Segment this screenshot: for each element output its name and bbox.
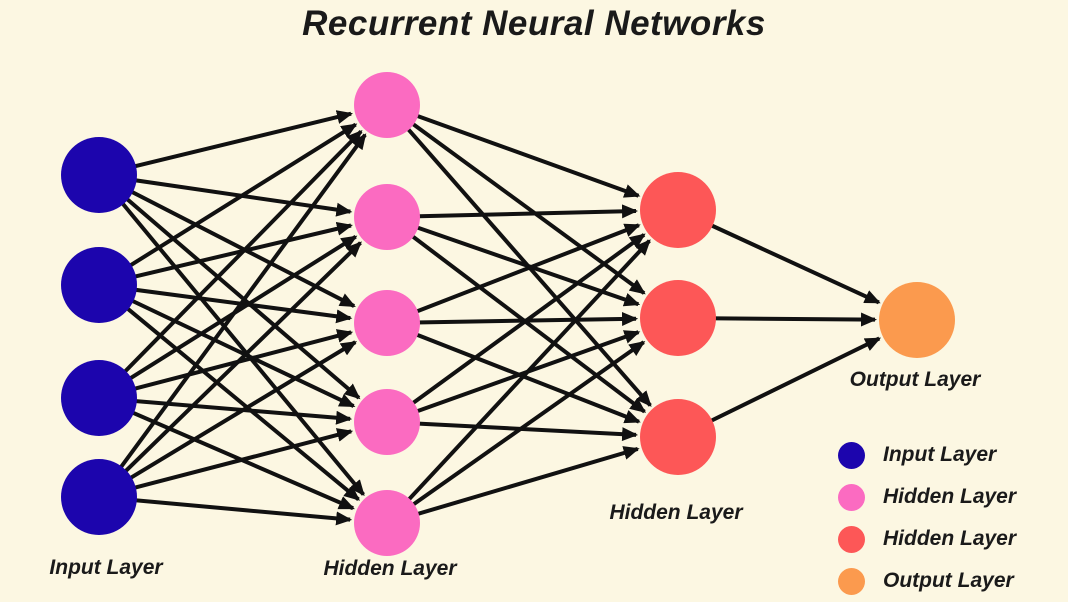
edge-hidden1-to-hidden2 — [385, 233, 646, 424]
legend-dot-output-icon — [838, 567, 865, 595]
legend-label-output: Output Layer — [883, 569, 1014, 592]
edge-hidden1-to-hidden2 — [386, 330, 641, 424]
legend-label-hidden2: Hidden Layer — [883, 527, 1017, 550]
legend-item-output: Output Layer — [838, 560, 1016, 602]
legend-item-hidden2: Hidden Layer — [838, 518, 1016, 560]
edge-hidden1-to-hidden2 — [386, 420, 639, 442]
node-input-2 — [61, 247, 137, 323]
legend: Input Layer Hidden Layer Hidden Layer Ou… — [838, 434, 1016, 602]
edge-hidden1-to-hidden2 — [386, 103, 641, 198]
node-hidden1-2 — [354, 184, 420, 250]
edge-hidden1-to-hidden2 — [385, 239, 651, 525]
diagram-title: Recurrent Neural Networks — [302, 4, 766, 43]
edge-input-to-hidden1 — [97, 133, 367, 499]
edge-input-to-hidden1 — [98, 428, 354, 499]
edge-hidden1-to-hidden2 — [386, 321, 641, 424]
edge-hidden1-to-hidden2 — [386, 311, 639, 326]
node-hidden1-4 — [354, 389, 420, 455]
legend-dot-hidden2-icon — [838, 525, 865, 553]
legend-dot-hidden1-icon — [838, 483, 865, 511]
edge-input-to-hidden1 — [97, 340, 358, 499]
layer-label-input: Input Layer — [49, 556, 163, 579]
edge-input-to-hidden1 — [97, 173, 365, 497]
edge-input-to-hidden1 — [97, 283, 361, 501]
edge-input-to-hidden1 — [98, 221, 353, 287]
legend-item-hidden1: Hidden Layer — [838, 476, 1016, 518]
edge-hidden1-to-hidden2 — [385, 103, 652, 407]
edge-input-to-hidden1 — [98, 283, 356, 408]
edge-hidden1-to-hidden2 — [385, 215, 647, 414]
edge-input-to-hidden1 — [98, 396, 355, 511]
edge-hidden1-to-hidden2 — [386, 215, 641, 307]
edge-input-to-hidden1 — [98, 173, 356, 308]
edge-input-to-hidden1 — [97, 173, 361, 400]
edge-input-to-hidden1 — [98, 283, 353, 324]
edge-input-to-hidden1 — [98, 110, 353, 177]
edges — [97, 103, 882, 526]
nodes — [61, 72, 955, 556]
node-hidden2-1 — [640, 172, 716, 248]
node-hidden2-2 — [640, 280, 716, 356]
node-hidden1-3 — [354, 290, 420, 356]
edge-input-to-hidden1 — [98, 495, 353, 526]
edge-input-to-hidden1 — [97, 122, 358, 287]
edge-hidden1-to-hidden2 — [386, 223, 641, 325]
edge-hidden1-to-hidden2 — [385, 103, 646, 295]
node-hidden2-3 — [640, 399, 716, 475]
node-input-3 — [61, 360, 137, 436]
edge-input-to-hidden1 — [97, 129, 363, 400]
node-input-1 — [61, 137, 137, 213]
edge-input-to-hidden1 — [98, 396, 353, 425]
edge-hidden1-to-hidden2 — [386, 446, 640, 525]
node-input-4 — [61, 459, 137, 535]
node-hidden1-5 — [354, 490, 420, 556]
node-output-1 — [879, 282, 955, 358]
edge-hidden1-to-hidden2 — [386, 204, 639, 219]
edge-input-to-hidden1 — [97, 241, 362, 499]
node-hidden1-1 — [354, 72, 420, 138]
layer-label-output: Output Layer — [849, 368, 981, 391]
legend-item-input: Input Layer — [838, 434, 1016, 476]
layer-label-hidden1: Hidden Layer — [323, 557, 457, 580]
edge-input-to-hidden1 — [97, 234, 358, 400]
legend-dot-input-icon — [838, 441, 865, 469]
legend-label-hidden1: Hidden Layer — [883, 485, 1017, 508]
edge-hidden1-to-hidden2 — [385, 340, 646, 525]
edge-input-to-hidden1 — [98, 173, 353, 217]
edge-input-to-hidden1 — [98, 329, 354, 400]
layer-label-hidden2: Hidden Layer — [609, 501, 743, 524]
legend-label-input: Input Layer — [883, 443, 997, 466]
